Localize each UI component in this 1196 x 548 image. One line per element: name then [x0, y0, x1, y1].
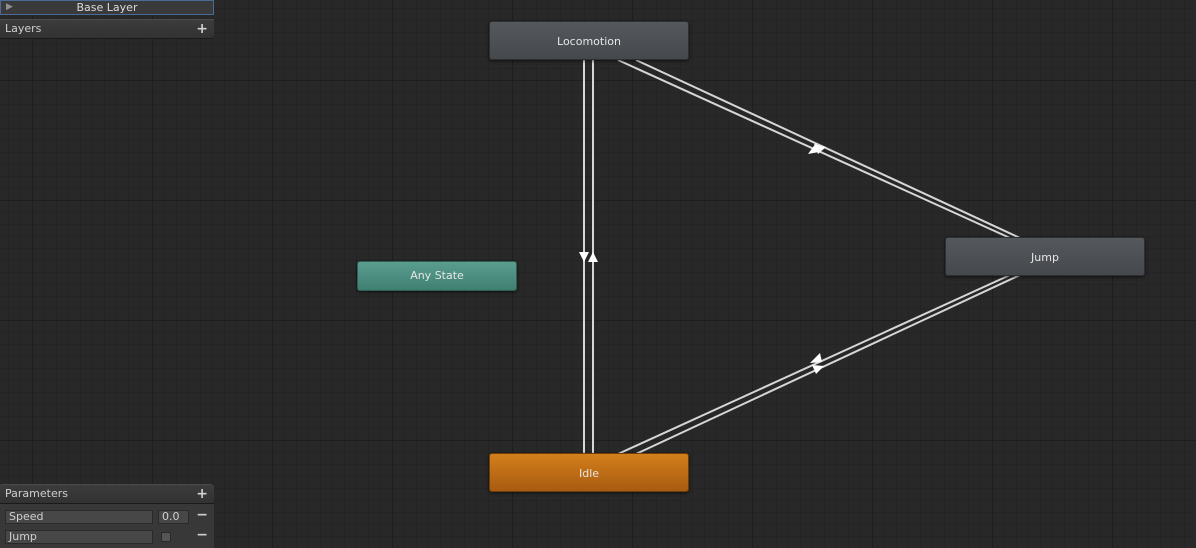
- parameter-name-field[interactable]: Jump: [5, 530, 153, 544]
- state-label: Any State: [410, 269, 464, 282]
- parameters-title: Parameters: [5, 487, 68, 500]
- remove-parameter-button[interactable]: −: [196, 507, 208, 523]
- arrow-down-icon: [579, 252, 589, 262]
- transition-jump-to-idle[interactable]: [617, 274, 1011, 455]
- transition-jump-to-locomotion[interactable]: [635, 59, 1021, 239]
- arrow-icon: [814, 144, 826, 154]
- parameters-header: Parameters +: [0, 484, 214, 504]
- state-label: Idle: [578, 467, 600, 480]
- parameter-row-speed: Speed 0.0 −: [0, 507, 214, 525]
- arrow-icon: [810, 353, 822, 363]
- arrow-up-icon: [588, 252, 598, 262]
- state-label: Locomotion: [557, 35, 621, 48]
- state-jump[interactable]: Jump: [945, 237, 1145, 276]
- transition-idle-to-jump[interactable]: [635, 274, 1021, 455]
- layer-item-base[interactable]: ▶ Base Layer: [0, 0, 214, 15]
- parameter-value-field[interactable]: 0.0: [158, 510, 189, 524]
- arrow-icon: [812, 365, 824, 374]
- add-layer-button[interactable]: +: [196, 21, 208, 37]
- parameter-name-field[interactable]: Speed: [5, 510, 153, 524]
- parameters-panel: Parameters + Speed 0.0 − Jump −: [0, 484, 214, 548]
- add-parameter-button[interactable]: +: [196, 486, 208, 502]
- parameter-row-jump: Jump −: [0, 527, 214, 545]
- layers-title: Layers: [5, 22, 42, 35]
- parameter-trigger-checkbox[interactable]: [161, 532, 171, 542]
- state-locomotion[interactable]: Locomotion: [489, 21, 689, 60]
- layers-header: Layers +: [0, 19, 214, 39]
- state-label: Jump: [1031, 251, 1059, 264]
- state-idle[interactable]: Idle: [489, 453, 689, 492]
- remove-parameter-button[interactable]: −: [196, 527, 208, 543]
- expand-triangle-icon[interactable]: ▶: [6, 2, 13, 12]
- layer-name: Base Layer: [76, 1, 138, 14]
- state-any-state[interactable]: Any State: [357, 261, 517, 291]
